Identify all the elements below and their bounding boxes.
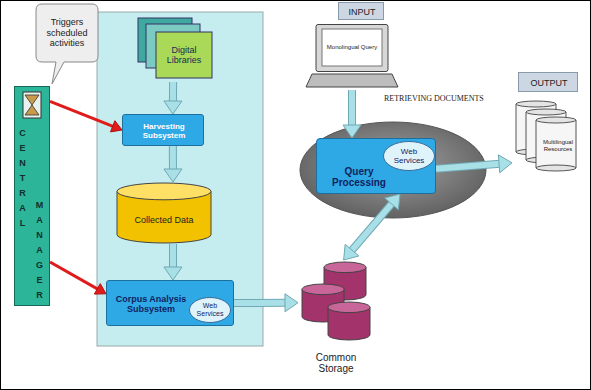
node-text: MANAGER bbox=[35, 198, 44, 303]
node-text: Harvesting Subsystem bbox=[125, 116, 203, 146]
process-box: Harvesting Subsystem bbox=[122, 114, 204, 146]
node-text: Web Services bbox=[193, 299, 227, 321]
laptop: Monolingual Query bbox=[306, 24, 398, 90]
flow-arrow bbox=[436, 155, 512, 173]
node-text: CENTRAL bbox=[18, 126, 27, 231]
trigger-arrow bbox=[50, 101, 122, 131]
annotation-label: RETRIEVING DOCUMENTS bbox=[384, 94, 484, 103]
laptop-shape bbox=[306, 24, 398, 90]
flow-arrow bbox=[343, 90, 361, 138]
flow-arrow bbox=[164, 146, 182, 182]
node-text: Collected Data bbox=[118, 200, 210, 240]
web-services-ellipse: Web Services bbox=[189, 297, 231, 323]
node-text: Digital Libraries bbox=[158, 34, 210, 76]
output-label: OUTPUT bbox=[518, 72, 578, 92]
node-text: Corpus Analysis Subsystem bbox=[111, 284, 191, 324]
central-manager: CENTRAL MANAGER bbox=[14, 86, 50, 306]
flow-arrow bbox=[234, 294, 298, 312]
node-text: INPUT bbox=[340, 3, 384, 21]
subsystem-panel bbox=[97, 12, 263, 346]
flow-arrow bbox=[344, 194, 400, 260]
node-text: Common Storage bbox=[298, 346, 374, 380]
input-label: INPUT bbox=[338, 2, 384, 20]
flow-arrow bbox=[164, 82, 182, 114]
callout-bubble: Triggers scheduled activities bbox=[36, 4, 98, 84]
trigger-arrow bbox=[50, 262, 106, 294]
web-services-ellipse: Web Services bbox=[383, 141, 435, 171]
data-cylinder-shape bbox=[116, 182, 212, 244]
node-text: Query Processing bbox=[321, 161, 397, 193]
node-text: Web Services bbox=[388, 143, 430, 169]
node-text: OUTPUT bbox=[520, 73, 578, 93]
document-scrolls: Multilingual Resources bbox=[512, 98, 586, 170]
node-text: Monolingual Query bbox=[324, 31, 380, 64]
node-text: Multilingual Resources bbox=[538, 124, 578, 168]
node-text: Triggers scheduled activities bbox=[39, 8, 95, 58]
flow-arrow bbox=[164, 244, 182, 280]
process-box: Corpus Analysis SubsystemWeb Services bbox=[106, 280, 234, 326]
digital-libraries: Digital Libraries bbox=[138, 18, 216, 82]
document-scrolls-shape bbox=[512, 98, 586, 170]
storage-cylinders: Common Storage bbox=[298, 260, 374, 382]
process-box: Query ProcessingWeb Services bbox=[316, 138, 436, 194]
data-cylinder: Collected Data bbox=[116, 182, 212, 244]
